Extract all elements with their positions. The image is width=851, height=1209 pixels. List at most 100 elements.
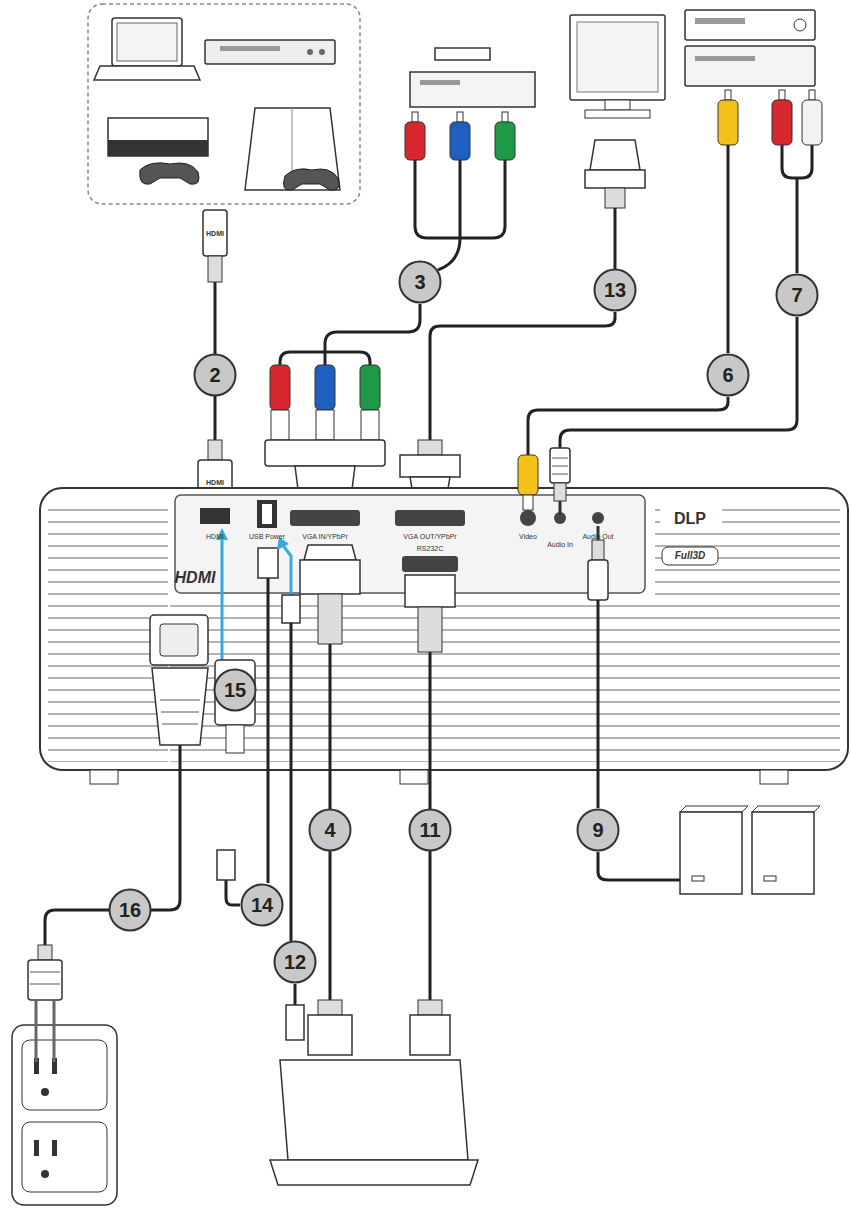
vga-rs232-cables <box>418 607 442 652</box>
av-source-device <box>685 10 815 86</box>
audio-out-cable <box>680 812 742 894</box>
source-device-group <box>108 118 208 156</box>
vga-rs232-cables <box>304 545 356 560</box>
callout-text: 15 <box>213 668 257 712</box>
projector-body <box>395 510 465 526</box>
component-cable <box>360 365 380 410</box>
av-source-device <box>685 46 815 86</box>
port-label: Video <box>519 533 537 540</box>
projector-body <box>655 500 840 762</box>
audio-in-cable <box>559 501 562 514</box>
video-cable <box>528 397 728 455</box>
usb-power-cables <box>221 536 224 660</box>
source-device-group <box>117 23 177 61</box>
audio-out-cable <box>598 852 680 880</box>
power-cable <box>41 1088 49 1096</box>
projector-body <box>160 624 198 656</box>
callout-text: 9 <box>576 808 620 852</box>
component-cable <box>316 410 334 440</box>
component-cable <box>405 122 425 160</box>
power-cable <box>22 1122 107 1192</box>
power-cable <box>34 1140 39 1156</box>
projector-body <box>592 512 604 524</box>
monitor-cable <box>605 100 630 110</box>
power-cable <box>38 945 52 960</box>
projector-body <box>400 770 428 784</box>
callout-number: 11 <box>408 808 452 852</box>
component-cable <box>361 410 379 440</box>
port-label: Full3D <box>675 551 706 561</box>
monitor-cable <box>585 110 650 118</box>
vga-rs232-cables <box>270 1160 478 1185</box>
monitor-cable <box>418 440 442 455</box>
usb-power-cables <box>286 1005 304 1040</box>
av-source-device <box>695 18 745 24</box>
component-cable <box>438 160 460 270</box>
power-cable <box>30 972 60 973</box>
source-device-group <box>94 66 200 80</box>
audio-in-cable <box>772 100 792 145</box>
callout-text: 12 <box>273 940 317 984</box>
audio-out-cable <box>764 876 776 881</box>
port-label: HDMI <box>206 230 224 237</box>
vga-rs232-cables <box>410 1015 450 1055</box>
projector-body <box>290 510 360 526</box>
av-source-device <box>695 56 755 61</box>
monitor-cable <box>430 312 615 440</box>
port-label: HDMI <box>206 479 224 486</box>
projector-body <box>90 770 118 784</box>
port-label: Audio Out <box>582 533 613 540</box>
usb-power-cables <box>226 725 244 753</box>
power-cable <box>41 1170 49 1178</box>
callout-text: 14 <box>240 883 284 927</box>
callout-number: 9 <box>576 808 620 852</box>
component-cable <box>410 72 535 107</box>
callout-text: 11 <box>408 808 452 852</box>
callout-text: 6 <box>706 353 750 397</box>
audio-in-cable <box>552 466 568 467</box>
callout-number: 16 <box>108 888 152 932</box>
av-source-device <box>794 19 806 31</box>
component-cable <box>270 365 290 410</box>
av-source-device <box>685 10 815 40</box>
monitor-cable <box>400 15 665 506</box>
audio-in-cable <box>796 178 799 273</box>
callout-text: 16 <box>108 888 152 932</box>
vga-rs232-cables <box>318 594 342 644</box>
projector-body <box>660 507 722 531</box>
vga-rs232-cables <box>418 1000 442 1015</box>
source-device-group <box>88 4 360 204</box>
audio-in-cable <box>552 458 568 459</box>
port-label: HDMI <box>175 570 216 586</box>
usb-power-cables <box>267 578 270 883</box>
power-cable <box>12 1025 117 1205</box>
monitor-cable <box>400 455 460 477</box>
callout-number: 6 <box>706 353 750 397</box>
power-cable <box>12 668 208 1205</box>
source-device-group <box>112 18 182 66</box>
vga-rs232-cables <box>318 1000 342 1015</box>
callout-text: 2 <box>193 353 237 397</box>
audio-in-cable <box>779 90 785 100</box>
vga-rs232-cables <box>280 1060 468 1160</box>
port-label: VGA OUT/YPbPr <box>403 533 456 540</box>
video-cable <box>725 90 731 100</box>
audio-out-cable <box>592 540 604 560</box>
power-cable <box>45 745 180 945</box>
hdmi-cable <box>208 440 222 460</box>
audio-in-cable <box>552 474 568 475</box>
video-cable <box>518 90 738 510</box>
component-cable <box>450 122 470 160</box>
callout-number: 12 <box>273 940 317 984</box>
power-cable <box>152 668 208 745</box>
component-cable <box>420 80 460 85</box>
vga-rs232-cables <box>308 1015 352 1055</box>
audio-in-cable <box>782 145 812 178</box>
audio-in-cable <box>550 448 570 483</box>
callout-text: 4 <box>308 808 352 852</box>
projector-body <box>257 500 277 528</box>
audio-in-cable <box>550 90 822 514</box>
port-label: HDMI <box>206 533 224 540</box>
callout-number: 7 <box>775 273 819 317</box>
